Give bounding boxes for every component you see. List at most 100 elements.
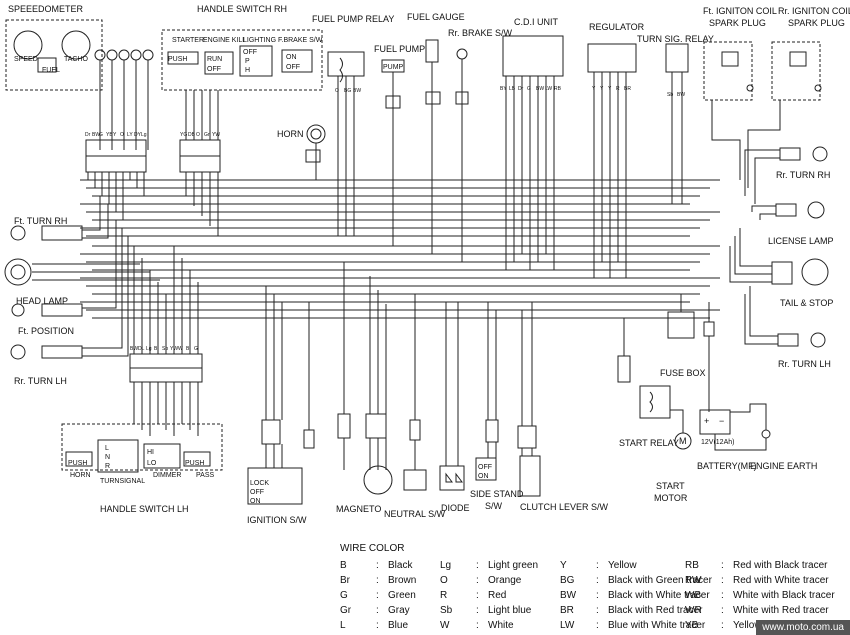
lh-connector (129, 353, 203, 369)
wire-code: LB (509, 86, 516, 92)
side-stand-label-2: S/W (485, 501, 502, 511)
dimmer-label: DIMMER (153, 472, 182, 479)
fuse-box (667, 311, 695, 339)
legend-color-name: Yellow w (733, 620, 772, 631)
legend-code: BR (560, 605, 574, 616)
ft-spark-plug-icon (746, 84, 754, 92)
wire-code: Sb (667, 92, 673, 98)
legend-color-name: Blue with White tracer (608, 620, 706, 631)
meter-terminal (106, 49, 118, 61)
handle-switch-rh-box (161, 29, 323, 91)
legend-entry: R:Red (440, 588, 506, 603)
legend-separator: : (376, 605, 379, 616)
fuel-gauge-icon-label: FUEL (42, 67, 60, 74)
license-lamp-connector (775, 203, 797, 217)
legend-separator: : (376, 590, 379, 601)
wire (714, 434, 767, 451)
legend-code: BG (560, 575, 575, 586)
fbrake-off-label: OFF (286, 64, 300, 71)
regulator-label: REGULATOR (589, 22, 645, 32)
legend-separator: : (376, 620, 379, 631)
wire (82, 228, 123, 349)
magneto-icon (363, 465, 393, 495)
rr-turn-lh-lamp-right (810, 332, 826, 348)
ignition-switch-box (247, 467, 303, 505)
handle-switch-lh-box (61, 423, 223, 471)
legend-entry: Gr:Gray (340, 603, 410, 618)
speedometer-cluster-box (5, 19, 103, 91)
wire-code: O (196, 132, 200, 138)
ft-position-connector (41, 303, 83, 317)
ft-spark-plug-label: SPARK PLUG (709, 18, 766, 28)
diode-symbol (445, 472, 453, 483)
battery-box (699, 409, 731, 435)
battery-label: BATTERY(MF) (697, 461, 757, 471)
tacho-gauge-icon (61, 30, 91, 60)
horn-sw-label: HORN (70, 472, 91, 479)
legend-separator: : (476, 620, 479, 631)
rr-turn-lh-right-label: Rr. TURN LH (778, 359, 831, 369)
clutch-connector (517, 425, 537, 449)
rr-turn-rh-connector (779, 147, 801, 161)
wire (82, 196, 101, 231)
license-lamp-label: LICENSE LAMP (768, 236, 834, 246)
turn-n-label: N (105, 454, 111, 461)
legend-color-name: Blue (388, 620, 409, 631)
battery-negative-symbol: − (719, 416, 724, 426)
engine-earth-label: ENGINE EARTH (750, 461, 818, 471)
horn-connector (305, 149, 321, 163)
horn-push-label: PUSH (68, 460, 88, 467)
speedometer-label: SPEEEDOMETER (8, 4, 84, 14)
fuse-box-label: FUSE BOX (660, 368, 706, 378)
wire (749, 286, 778, 337)
rr-brake-sw-label: Rr. BRAKE S/W (448, 28, 513, 38)
neutral-sw-label: NEUTRAL S/W (384, 509, 446, 519)
ft-ignition-coil-label: Ft. IGNITON COIL (703, 6, 777, 16)
legend-separator: : (596, 605, 599, 616)
meter-terminal (142, 49, 154, 61)
kill-run-label: RUN (207, 56, 223, 63)
wire-code: G (194, 346, 198, 352)
rr-brake-switch-icon (456, 48, 468, 60)
legend-title: WIRE COLOR (340, 543, 405, 554)
meter-terminal (118, 49, 130, 61)
wire-code: YW (170, 346, 178, 352)
wire-code: O (120, 132, 124, 138)
fuel-gauge-label: FUEL GAUGE (407, 12, 465, 22)
fuel-pump-box (381, 59, 405, 73)
legend-code: G (340, 590, 348, 601)
ft-turn-rh-lamp (10, 225, 26, 241)
legend-color-name: White with Black tracer (733, 590, 835, 601)
wire-code: B (186, 346, 190, 352)
lighting-switch (239, 45, 273, 77)
wire (730, 403, 767, 430)
magneto-connector-a (337, 413, 351, 439)
fbrake-switch (281, 49, 313, 73)
start-motor-icon (674, 432, 692, 450)
legend-code: WB (685, 590, 702, 601)
wire (739, 228, 772, 267)
wire-code: Y (113, 132, 117, 138)
legend-separator: : (376, 575, 379, 586)
horn-icon-inner (310, 128, 322, 140)
legend-code: Lg (440, 560, 452, 571)
wire-code: B (154, 346, 158, 352)
legend-color-name: Brown (388, 575, 417, 586)
legend-color-name: Yellow (608, 560, 637, 571)
speed-gauge-label: SPEED (14, 56, 38, 63)
legend-entry: BR:Black with Red tracer (560, 603, 702, 618)
wire-code: Sb (162, 346, 168, 352)
legend-separator: : (596, 560, 599, 571)
dimmer-lo-label: LO (147, 460, 157, 467)
wire-code: YW (212, 132, 220, 138)
relay-coil-symbol (339, 57, 343, 83)
legend-code: Sb (440, 605, 453, 616)
diode-symbol (455, 472, 463, 483)
legend-separator: : (721, 605, 724, 616)
lighting-h-label: H (245, 67, 251, 74)
handle-switch-lh-label: HANDLE SWITCH LH (100, 504, 189, 514)
turnsignal-switch (97, 439, 139, 473)
legend-code: B (340, 560, 347, 571)
wire-code: BW (130, 346, 138, 352)
legend-entry: O:Orange (440, 573, 521, 588)
